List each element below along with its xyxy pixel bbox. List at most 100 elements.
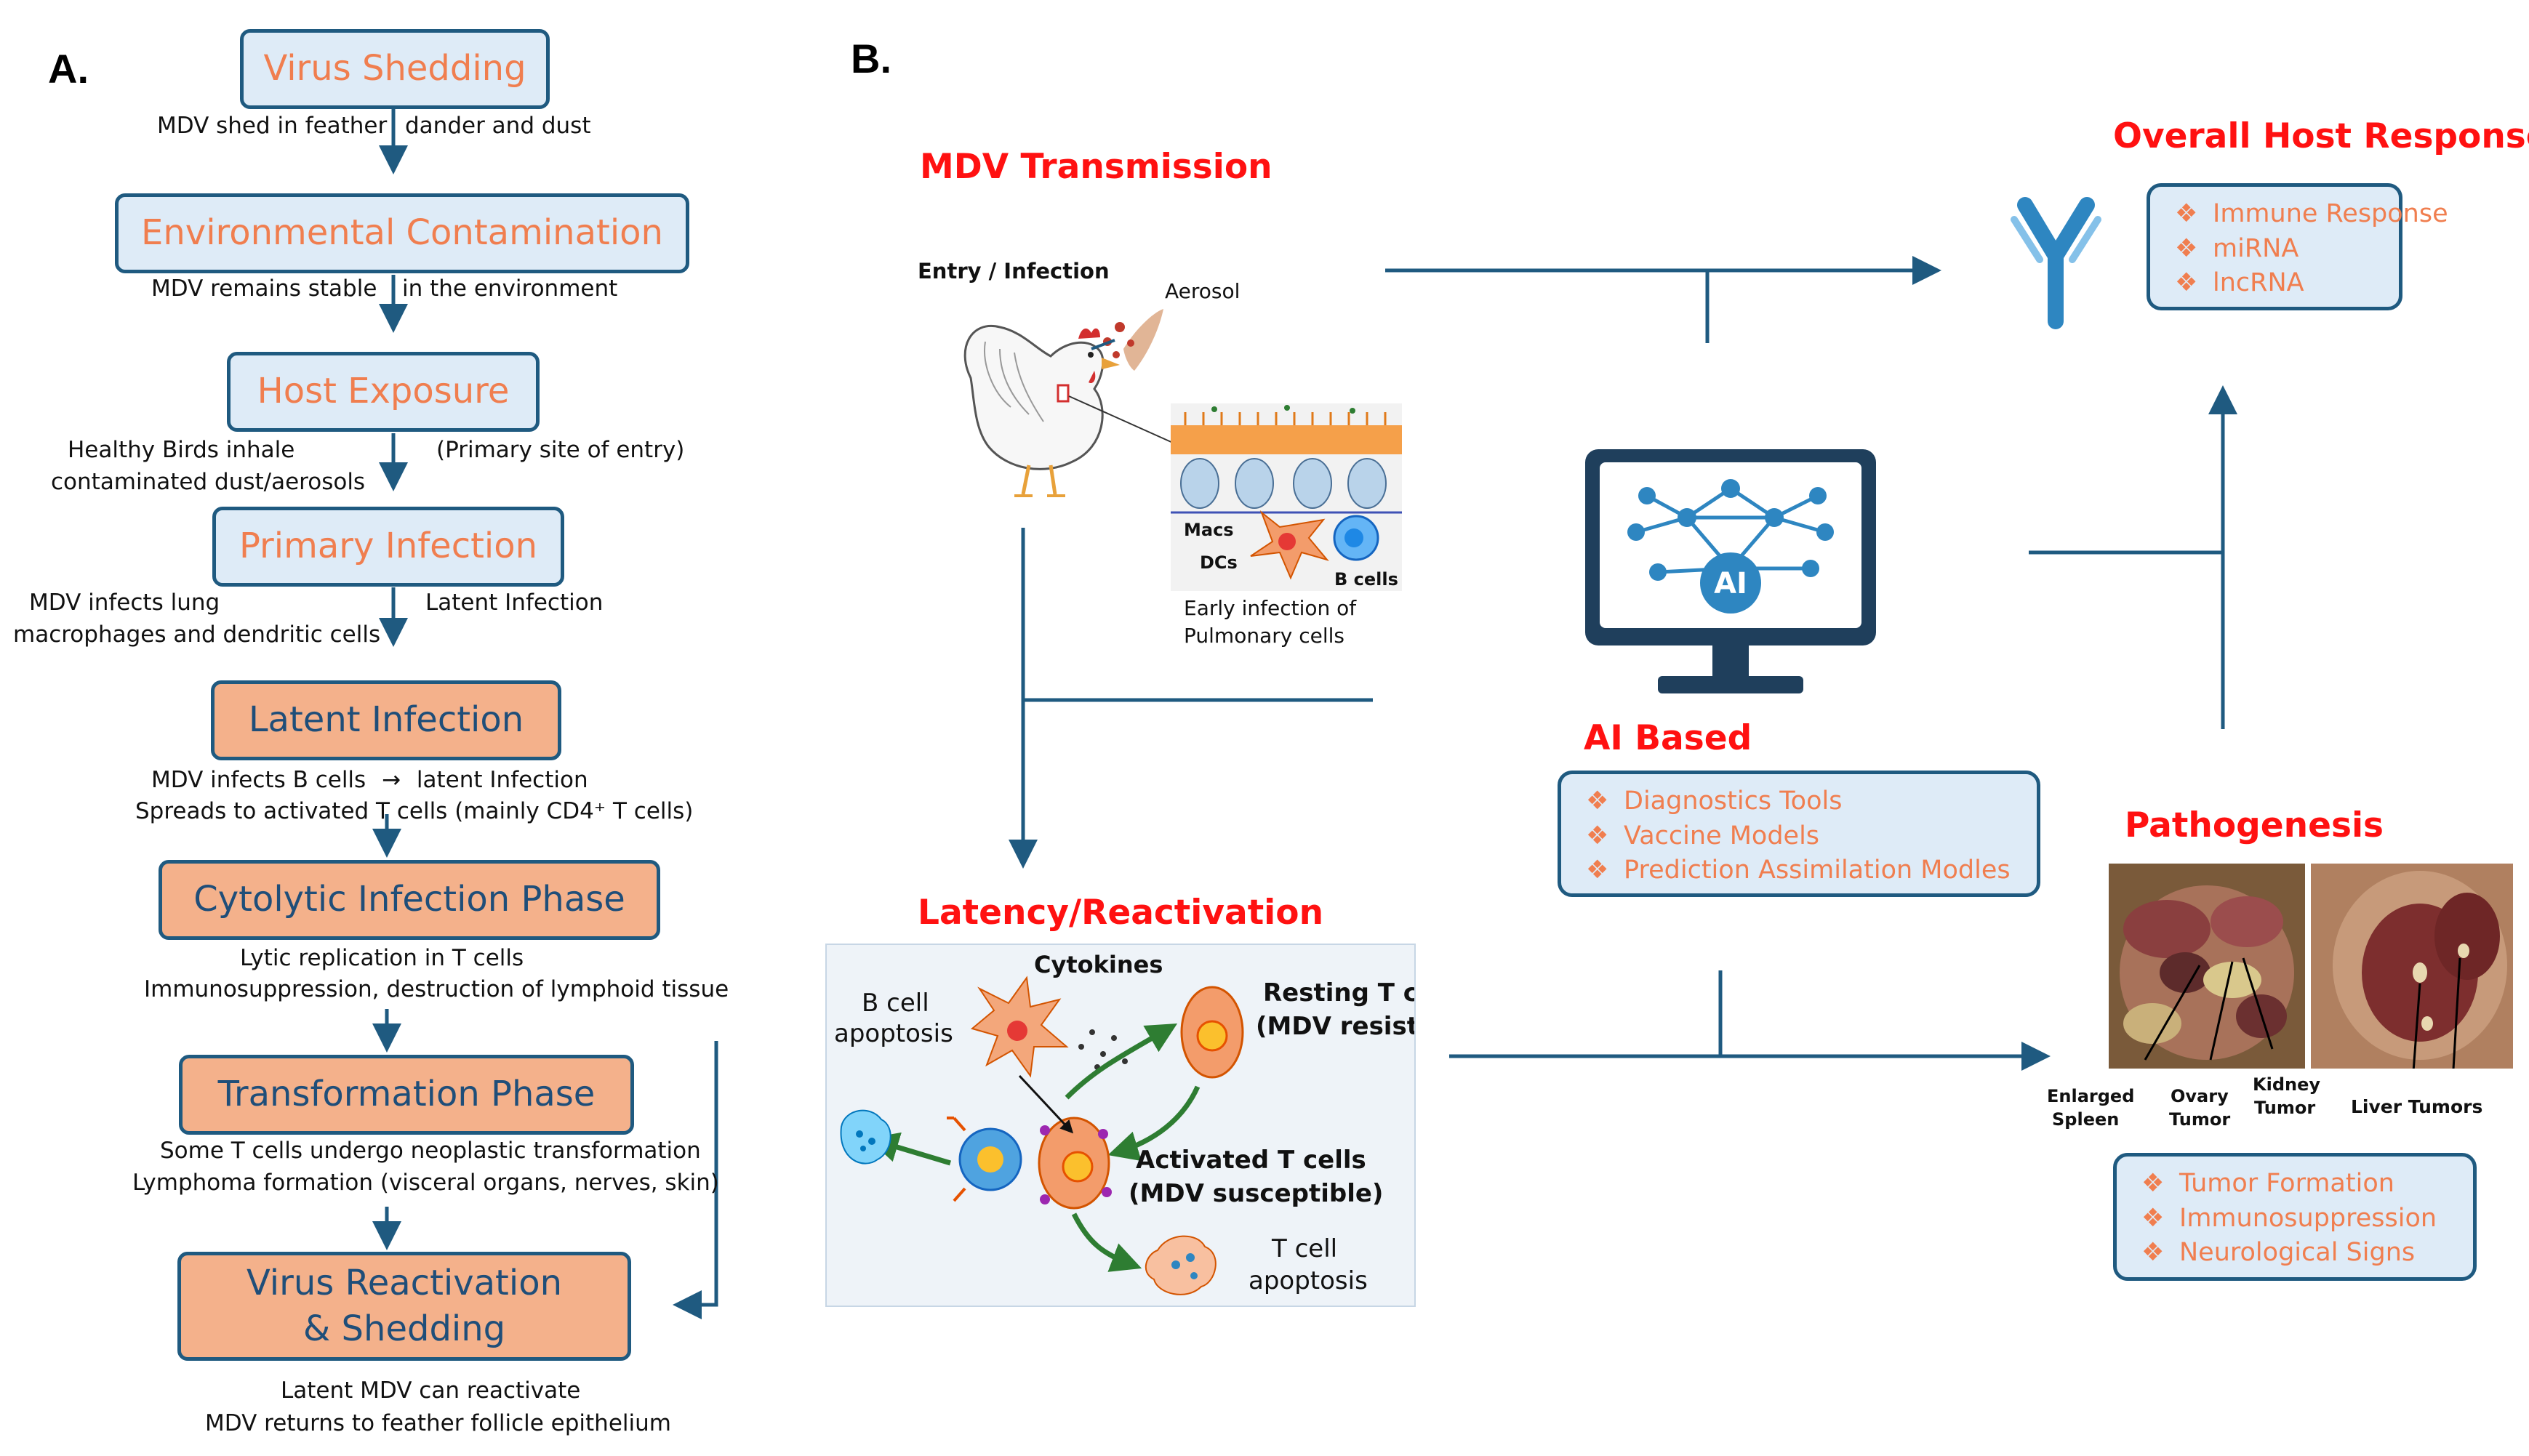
liver-tumors-label: Liver Tumors bbox=[2351, 1096, 2483, 1117]
spleen-label-1: Enlarged bbox=[2047, 1086, 2135, 1106]
step-title: Virus Reactivation & Shedding bbox=[247, 1262, 562, 1349]
step-virus-shedding: Virus Shedding bbox=[240, 29, 550, 109]
step-cytolytic-infection: Cytolytic Infection Phase bbox=[159, 860, 660, 940]
host-response-item-text: lncRNA bbox=[2213, 268, 2304, 298]
step-primary-infection: Primary Infection bbox=[212, 507, 564, 587]
ai-based-title: AI Based bbox=[1584, 718, 1752, 758]
ai-item-text: Diagnostics Tools bbox=[1624, 787, 1843, 816]
panel-b-label: B. bbox=[851, 36, 891, 81]
arrow-right-icon: → bbox=[382, 767, 401, 793]
note-env-left: MDV remains stable bbox=[151, 275, 377, 302]
kidney-label-1: Kidney bbox=[2253, 1074, 2321, 1095]
note-react-2: MDV returns to feather follicle epitheli… bbox=[205, 1410, 671, 1436]
pathogenesis-item-text: Neurological Signs bbox=[2179, 1238, 2416, 1268]
note-primary-left-2: macrophages and dendritic cells bbox=[13, 622, 381, 648]
ai-item-text: Vaccine Models bbox=[1624, 821, 1820, 850]
note-latent-1: MDV infects B cells → latent Infection bbox=[151, 765, 588, 796]
chicken-illustration bbox=[963, 309, 1175, 497]
pulmonary-inset: Macs DCs B cells bbox=[1171, 403, 1402, 591]
pathogenesis-item: ❖ Immunosuppression bbox=[2141, 1202, 2473, 1236]
host-response-item: ❖Immune Response bbox=[2175, 197, 2448, 232]
step-title: Primary Infection bbox=[239, 526, 538, 567]
panel-a-label: A. bbox=[48, 46, 89, 92]
macs-label: Macs bbox=[1184, 520, 1234, 540]
host-response-item: ❖miRNA bbox=[2175, 232, 2399, 267]
arrow-loop bbox=[673, 1041, 718, 1319]
aerosol-label: Aerosol bbox=[1165, 279, 1241, 303]
step-title: Host Exposure bbox=[257, 371, 510, 412]
ai-item: ❖ Diagnostics Tools bbox=[1586, 784, 2037, 819]
epithelium-drawing bbox=[1171, 405, 1402, 580]
necropsy-photo-left bbox=[2109, 864, 2305, 1069]
note-trans-2: Lymphoma formation (visceral organs, ner… bbox=[132, 1170, 719, 1196]
latency-cells-drawing bbox=[840, 976, 1244, 1295]
step-transformation: Transformation Phase bbox=[179, 1055, 634, 1135]
note-cyto-1: Lytic replication in T cells bbox=[240, 945, 524, 971]
bullet-icon: ❖ bbox=[1586, 821, 1609, 850]
bullet-icon: ❖ bbox=[2141, 1203, 2165, 1233]
host-response-item-text: Immune Response bbox=[2213, 199, 2448, 228]
note-latent-1b: latent Infection bbox=[416, 767, 588, 793]
activated-tcells-label-1: Activated T cells bbox=[1136, 1146, 1366, 1175]
bullet-icon: ❖ bbox=[2141, 1238, 2165, 1268]
note-cyto-2: Immunosuppression, destruction of lympho… bbox=[144, 976, 729, 1002]
latency-illustration: Cytokines B cell apoptosis Resting T cel… bbox=[825, 944, 1416, 1307]
b-apoptosis-label-2: apoptosis bbox=[834, 1019, 953, 1048]
note-latent-2: Spreads to activated T cells (mainly CD4… bbox=[135, 798, 694, 824]
ai-monitor-icon bbox=[1585, 449, 1876, 693]
step-environmental-contamination: Environmental Contamination bbox=[115, 193, 689, 273]
pathogenesis-box: ❖ Tumor Formation ❖ Immunosuppression ❖ Neu… bbox=[2113, 1153, 2477, 1281]
step-title: Latent Infection bbox=[248, 699, 524, 741]
step-title: Environmental Contamination bbox=[141, 212, 663, 254]
bcells-label: B cells bbox=[1334, 569, 1398, 590]
necropsy-photo-right bbox=[2311, 864, 2513, 1069]
pathogenesis-item-text: Immunosuppression bbox=[2179, 1203, 2437, 1233]
b-apoptosis-label-1: B cell bbox=[862, 989, 929, 1018]
ai-item-text: Prediction Assimilation Modles bbox=[1624, 856, 2011, 885]
bullet-icon: ❖ bbox=[2175, 268, 2198, 298]
ai-icon-text: AI bbox=[1714, 567, 1747, 600]
step-title: Cytolytic Infection Phase bbox=[193, 879, 625, 920]
pulmonary-caption-2: Pulmonary cells bbox=[1184, 624, 1344, 648]
note-trans-1: Some T cells undergo neoplastic transfor… bbox=[160, 1138, 701, 1164]
resting-tcells-label-2: (MDV resistant) bbox=[1256, 1012, 1414, 1041]
note-react-1: Latent MDV can reactivate bbox=[281, 1377, 581, 1404]
note-host-left-1: Healthy Birds inhale bbox=[68, 437, 295, 463]
ai-item: ❖ Prediction Assimilation Modles bbox=[1586, 853, 2037, 888]
activated-tcells-label-2: (MDV susceptible) bbox=[1129, 1179, 1384, 1208]
pathogenesis-title: Pathogenesis bbox=[2125, 805, 2384, 845]
step-title: Virus Shedding bbox=[263, 48, 526, 89]
antibody-icon bbox=[2011, 197, 2101, 329]
note-host-left-2: contaminated dust/aerosols bbox=[51, 469, 366, 495]
pathogenesis-item-text: Tumor Formation bbox=[2179, 1169, 2394, 1198]
note-shed-right: dander and dust bbox=[405, 113, 591, 139]
entry-infection-label: Entry / Infection bbox=[918, 259, 1110, 283]
step-virus-reactivation: Virus Reactivation & Shedding bbox=[177, 1252, 631, 1361]
spleen-label-2: Spleen bbox=[2052, 1109, 2120, 1130]
host-response-box: ❖Immune Response ❖miRNA ❖lncRNA bbox=[2147, 183, 2448, 310]
step-latent-infection: Latent Infection bbox=[211, 680, 561, 760]
ovary-label-1: Ovary bbox=[2171, 1086, 2229, 1106]
resting-tcells-label-1: Resting T cells bbox=[1263, 978, 1414, 1007]
pulmonary-caption-1: Early infection of bbox=[1184, 596, 1357, 620]
ovary-label-2: Tumor bbox=[2169, 1109, 2231, 1130]
t-apoptosis-label-2: apoptosis bbox=[1249, 1266, 1368, 1295]
dcs-label: DCs bbox=[1200, 552, 1238, 573]
note-env-right: in the environment bbox=[402, 275, 618, 302]
host-response-item: ❖ lncRNA bbox=[2175, 266, 2399, 301]
bullet-icon: ❖ bbox=[1586, 787, 1609, 816]
t-apoptosis-label-1: T cell bbox=[1272, 1234, 1338, 1263]
note-host-right: (Primary site of entry) bbox=[436, 437, 685, 463]
latency-title: Latency/Reactivation bbox=[918, 893, 1324, 933]
note-primary-right: Latent Infection bbox=[425, 590, 604, 616]
kidney-label-2: Tumor bbox=[2254, 1098, 2316, 1118]
host-response-title: Overall Host Response bbox=[2113, 116, 2529, 156]
note-latent-1a: MDV infects B cells bbox=[151, 767, 366, 793]
ai-item: ❖ Vaccine Models bbox=[1586, 819, 2037, 854]
pathogenesis-item: ❖ Tumor Formation bbox=[2141, 1167, 2473, 1202]
bullet-icon: ❖ bbox=[2141, 1169, 2165, 1198]
cytokines-label: Cytokines bbox=[1034, 951, 1163, 978]
bullet-icon: ❖ bbox=[2175, 233, 2198, 263]
bullet-icon: ❖ bbox=[1586, 856, 1609, 885]
